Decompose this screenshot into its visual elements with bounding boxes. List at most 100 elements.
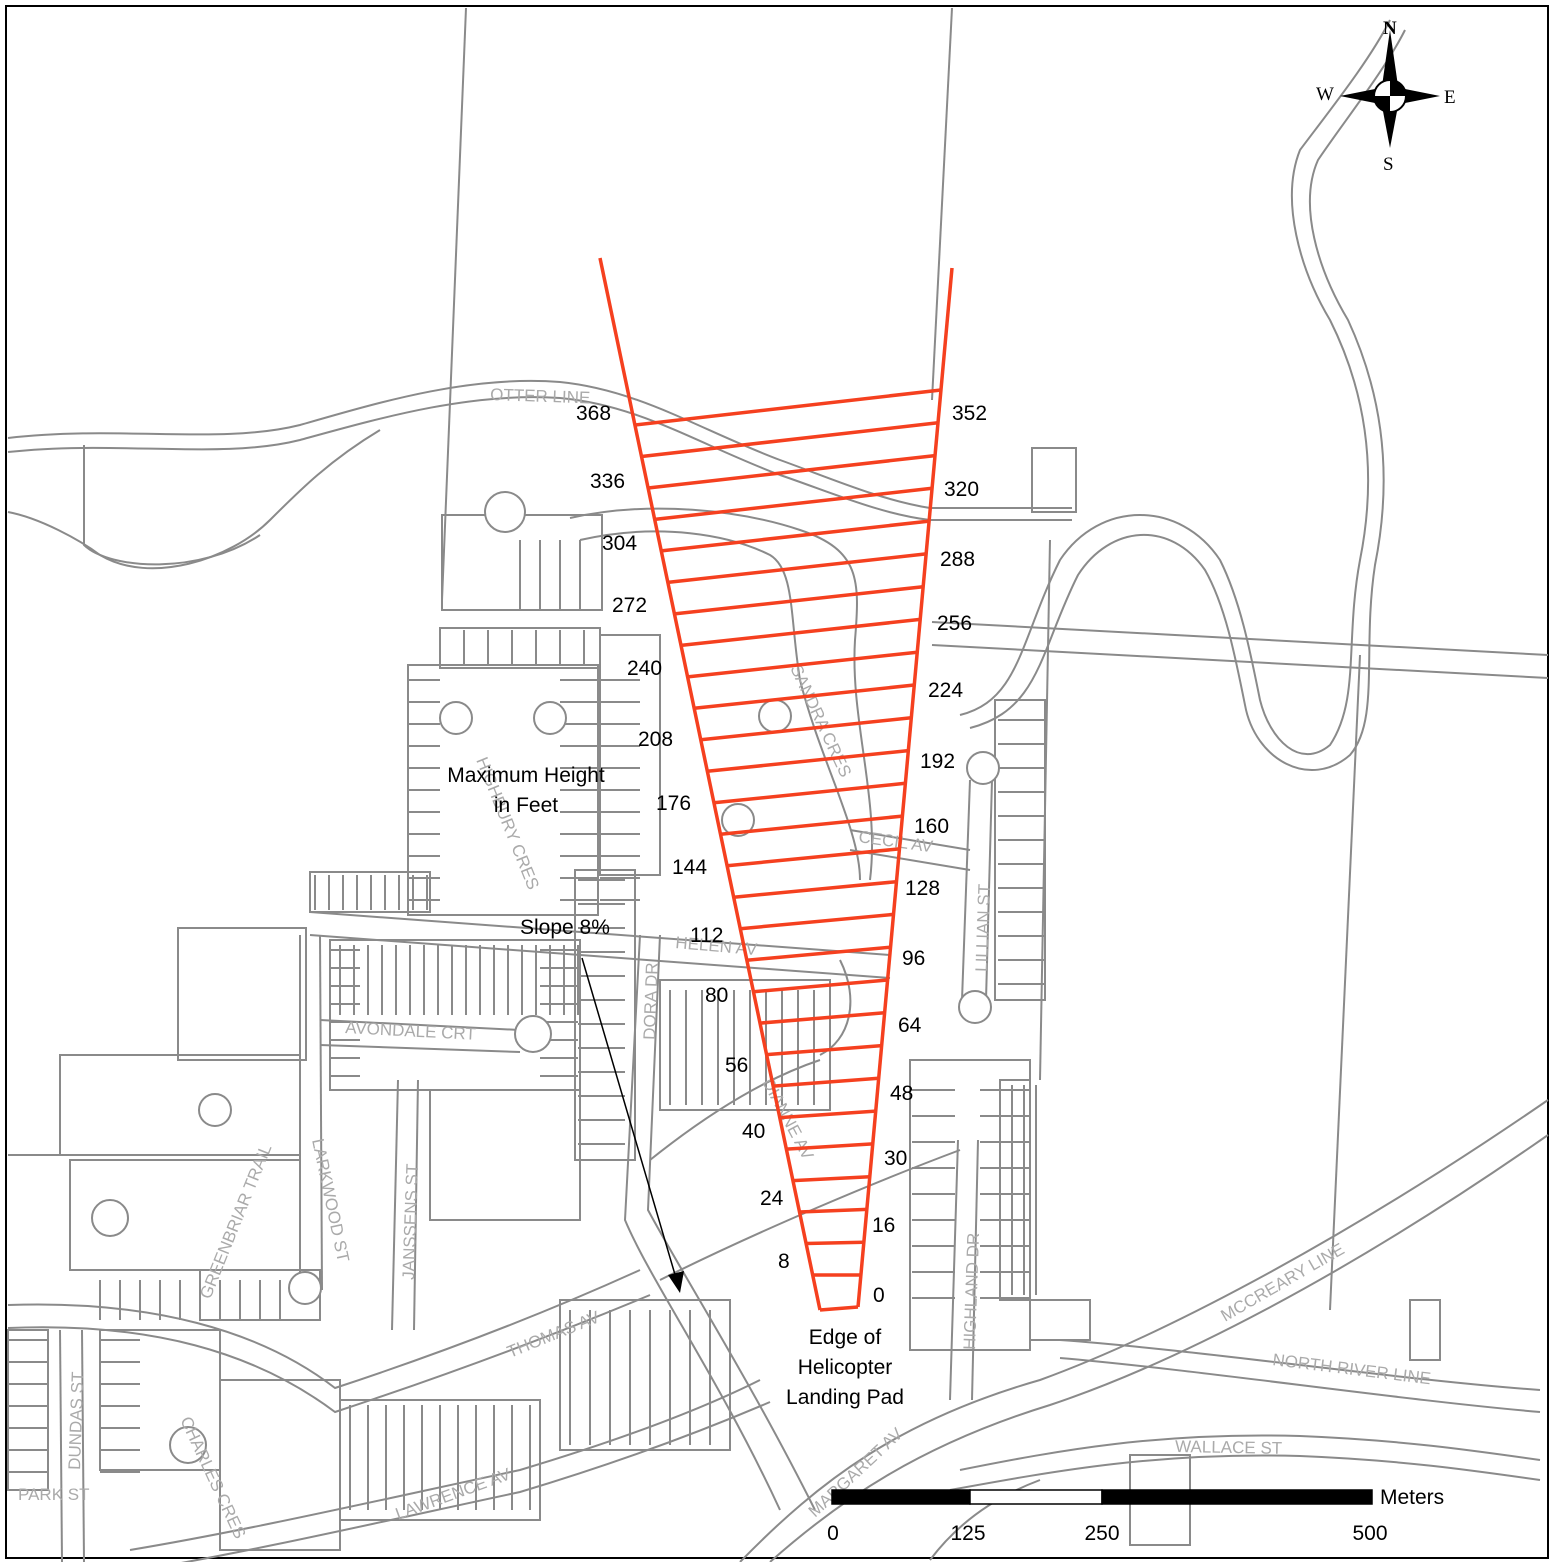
annotations: Maximum Height in Feet Slope 8% Edge of …	[447, 764, 904, 1409]
height-label-left: 40	[742, 1120, 765, 1143]
street-label-thomas-av: THOMAS AV	[504, 1307, 603, 1362]
landing-pad-edge	[819, 1305, 859, 1312]
street-label-north-river-line: NORTH RIVER LINE	[1272, 1350, 1432, 1388]
height-label-right: 64	[898, 1014, 922, 1037]
height-label-right: 0	[873, 1284, 885, 1307]
street-label-janssens-st: JANSSENS ST	[399, 1163, 422, 1280]
height-label-left: 24	[760, 1187, 784, 1210]
street-label-lillian-st: LILLIAN ST	[972, 884, 994, 972]
compass-s: S	[1383, 154, 1394, 175]
height-contour-line	[707, 748, 909, 774]
road-network	[7, 7, 1549, 1562]
scale-segment-1	[831, 1489, 971, 1505]
height-label-left: 176	[656, 792, 691, 815]
height-contour-line	[667, 552, 927, 585]
height-contour-line	[773, 1076, 879, 1088]
height-label-right: 16	[872, 1214, 895, 1237]
height-contour-line	[733, 879, 897, 899]
max-height-label-line2: in Feet	[494, 794, 558, 817]
height-contour-line	[792, 1174, 870, 1183]
height-label-right: 48	[890, 1082, 913, 1105]
height-contour-line	[720, 814, 903, 837]
street-label-wallace-st: WALLACE ST	[1175, 1437, 1282, 1458]
scale-bar: Meters 0 125 250 500	[827, 1486, 1444, 1545]
height-label-right: 256	[937, 612, 972, 635]
height-contour-line	[753, 978, 888, 994]
height-label-right: 320	[944, 478, 979, 501]
scale-tick-500: 500	[1352, 1522, 1387, 1545]
height-contour-line	[680, 617, 921, 648]
scale-tick-250: 250	[1084, 1522, 1119, 1545]
approach-edge-right	[856, 267, 954, 1308]
height-labels-left: 368 336 304 272 240 208 176 144 112 80 5…	[576, 402, 790, 1273]
street-label-highland-dr: HIGHLAND DR	[960, 1232, 983, 1350]
height-contour-line	[726, 847, 900, 868]
height-contour-line	[759, 1011, 885, 1025]
height-label-left: 144	[672, 856, 707, 879]
height-contour-line	[740, 912, 894, 931]
height-label-left: 8	[778, 1250, 790, 1273]
street-label-larkwood-st: LARKWOOD ST	[308, 1137, 353, 1264]
height-contour-line	[779, 1109, 876, 1120]
street-label-greenbriar-trail: GREENBRIAR TRAIL	[196, 1141, 275, 1301]
street-label-dundas-st: DUNDAS ST	[65, 1371, 87, 1470]
height-label-right: 96	[902, 947, 925, 970]
height-label-left: 304	[602, 532, 637, 555]
height-label-right: 128	[905, 877, 940, 900]
compass-n: N	[1383, 18, 1397, 39]
height-contour-line	[799, 1207, 867, 1214]
height-contour-line	[694, 683, 915, 711]
height-contour-line	[641, 421, 939, 459]
parcel-lines	[7, 514, 1441, 1551]
approach-edge-left	[598, 257, 822, 1311]
height-contour-line	[700, 716, 912, 742]
height-contour-line	[634, 388, 942, 427]
max-height-label-line1: Maximum Height	[447, 764, 605, 787]
scale-unit: Meters	[1380, 1486, 1444, 1509]
height-contour-line	[746, 945, 891, 962]
height-contour-line	[674, 584, 924, 616]
height-label-left: 208	[638, 728, 673, 751]
height-label-right: 160	[914, 815, 949, 838]
compass-w: W	[1316, 84, 1334, 105]
street-label-dora-dr: DORA DR	[640, 962, 662, 1040]
slope-arrow-line	[581, 957, 677, 1279]
street-label-mccreary-line: MCCREARY LINE	[1218, 1239, 1348, 1325]
slope-label: Slope 8%	[520, 916, 610, 939]
pad-label-line2: Helicopter	[798, 1356, 893, 1379]
height-contour-lines	[634, 388, 942, 1277]
height-label-left: 80	[705, 984, 728, 1007]
approach-surface	[598, 257, 954, 1312]
cul-de-sacs	[91, 491, 1000, 1464]
compass-rose: N S E W	[1316, 18, 1456, 175]
compass-e: E	[1444, 87, 1456, 108]
height-contour-line	[766, 1043, 882, 1057]
scale-tick-0: 0	[827, 1522, 839, 1545]
height-label-left: 368	[576, 402, 611, 425]
height-label-left: 272	[612, 594, 647, 617]
height-label-right: 288	[940, 548, 975, 571]
slope-arrowhead	[668, 1271, 684, 1293]
height-label-right: 224	[928, 679, 963, 702]
height-label-left: 240	[627, 657, 662, 680]
street-label-park-st: PARK ST	[18, 1485, 89, 1504]
height-contour-line	[713, 781, 906, 805]
street-label-charles-cres: CHARLES CRES	[176, 1414, 249, 1542]
height-label-left: 112	[690, 924, 723, 947]
height-contour-line	[687, 650, 918, 679]
scale-tick-125: 125	[950, 1522, 985, 1545]
scale-segment-3	[1101, 1489, 1373, 1505]
height-contour-line	[654, 486, 933, 522]
height-label-right: 30	[884, 1147, 907, 1170]
street-label-avondale-crt: AVONDALE CRT	[345, 1018, 477, 1044]
height-label-left: 336	[590, 470, 625, 493]
height-contour-line	[786, 1142, 873, 1151]
height-contour-line	[806, 1240, 864, 1246]
height-contour-line	[661, 519, 930, 553]
height-label-right: 192	[920, 750, 955, 773]
height-label-left: 56	[725, 1054, 748, 1077]
height-label-right: 352	[952, 402, 987, 425]
height-labels-right: 352 320 288 256 224 192 160 128 96 64 48…	[872, 402, 987, 1307]
height-contour-line	[647, 453, 936, 490]
